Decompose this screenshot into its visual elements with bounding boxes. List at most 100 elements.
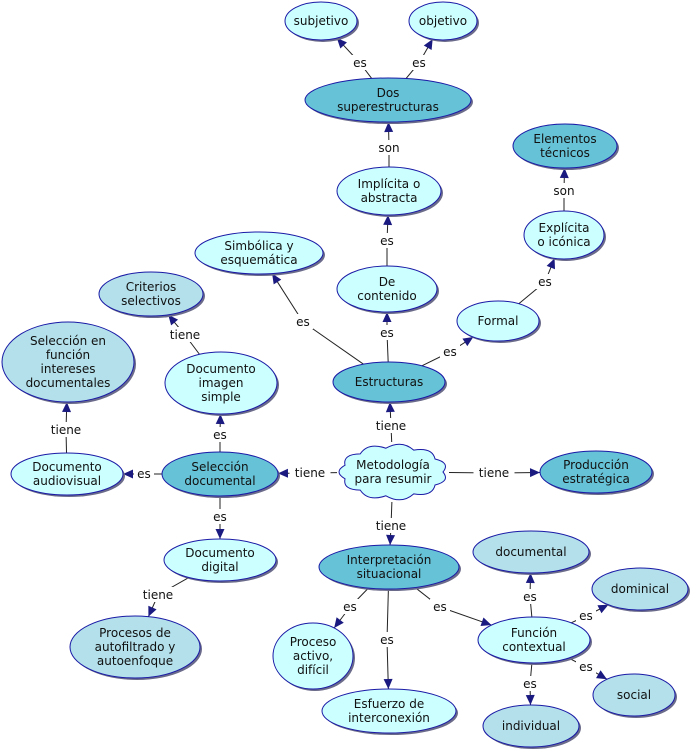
node-formal[interactable]: Formal: [456, 300, 541, 343]
arrowhead-icon: [62, 401, 72, 413]
link-label: es: [433, 600, 447, 614]
link-label: son: [553, 184, 574, 198]
link-label: es: [380, 234, 394, 248]
arrowhead-icon: [480, 617, 492, 626]
arrowhead-icon: [559, 167, 569, 179]
link-label: es: [353, 56, 367, 70]
node-label: Formal: [478, 314, 519, 328]
node-documental[interactable]: documental: [472, 530, 591, 575]
node-label: Elementos: [533, 132, 596, 146]
node-label: Implícita o: [358, 177, 421, 191]
node-ellipse: [456, 300, 540, 342]
arrowhead-icon: [386, 534, 396, 546]
node-ellipse: [194, 231, 324, 275]
link-label-bg: [535, 274, 555, 289]
node-individual[interactable]: individual: [482, 704, 581, 749]
link-line: [302, 321, 364, 365]
node-ellipse: [318, 544, 460, 590]
link-label: es: [523, 590, 537, 604]
node-ellipse: [163, 538, 277, 582]
node-label: social: [617, 688, 651, 702]
node-label: imagen: [199, 376, 244, 390]
node-social[interactable]: social: [592, 673, 677, 718]
node-estructuras[interactable]: Estructuras: [332, 361, 447, 404]
node-label: documental: [495, 545, 566, 559]
link-interpretacion-funcion: [414, 587, 492, 626]
node-label: superestructuras: [337, 100, 439, 114]
link-label-bg: [340, 599, 360, 614]
node-ellipse: [69, 615, 201, 679]
arrowhead-icon: [529, 468, 541, 478]
node-dominical[interactable]: dominical: [591, 567, 690, 612]
node-ellipse: [512, 123, 618, 169]
link-label-bg: [210, 509, 230, 524]
node-label: o icónica: [537, 235, 590, 249]
node-label: función: [46, 348, 90, 362]
node-ellipse: [284, 1, 358, 41]
node-label: Documento: [32, 460, 102, 474]
link-label: es: [380, 326, 394, 340]
arrowhead-icon: [384, 121, 394, 133]
link-label: tiene: [376, 519, 406, 533]
link-label-bg: [520, 589, 540, 604]
node-label: esquemática: [220, 253, 297, 267]
node-label: Selección: [191, 460, 248, 474]
node-label: objetivo: [419, 14, 467, 28]
link-label: son: [378, 141, 399, 155]
link-label: tiene: [376, 419, 406, 433]
node-label: Documento: [186, 362, 256, 376]
node-label: difícil: [297, 663, 329, 677]
arrowhead-icon: [272, 273, 282, 285]
arrowhead-icon: [525, 694, 535, 706]
link-label-bg: [520, 676, 540, 691]
node-label: Documento: [185, 546, 255, 560]
link-label-bg: [409, 55, 429, 70]
node-label: Dos: [377, 86, 400, 100]
link-label: es: [412, 56, 426, 70]
node-objetivo[interactable]: objetivo: [408, 1, 479, 42]
link-label: tiene: [143, 588, 173, 602]
link-label-bg: [350, 55, 370, 70]
node-label: dominical: [611, 582, 669, 596]
node-ellipse: [482, 704, 580, 748]
node-ellipse: [10, 452, 124, 496]
link-label: es: [343, 600, 357, 614]
node-ellipse: [1, 321, 135, 403]
node-subjetivo[interactable]: subjetivo: [284, 1, 359, 42]
node-ellipse: [523, 210, 605, 260]
node-label: contenido: [357, 289, 417, 303]
arrowhead-icon: [382, 312, 392, 322]
link-label: es: [296, 315, 310, 329]
link-label-bg: [293, 314, 313, 329]
node-ellipse: [272, 622, 354, 690]
node-ellipse: [304, 77, 472, 123]
node-label: subjetivo: [294, 14, 349, 28]
node-label: documental: [184, 474, 255, 488]
node-label: Producción: [563, 458, 629, 472]
arrowhead-icon: [383, 678, 393, 690]
arrowhead-icon: [423, 39, 433, 51]
arrowhead-icon: [597, 604, 609, 614]
link-label: es: [380, 633, 394, 647]
node-label: intereses: [41, 362, 96, 376]
